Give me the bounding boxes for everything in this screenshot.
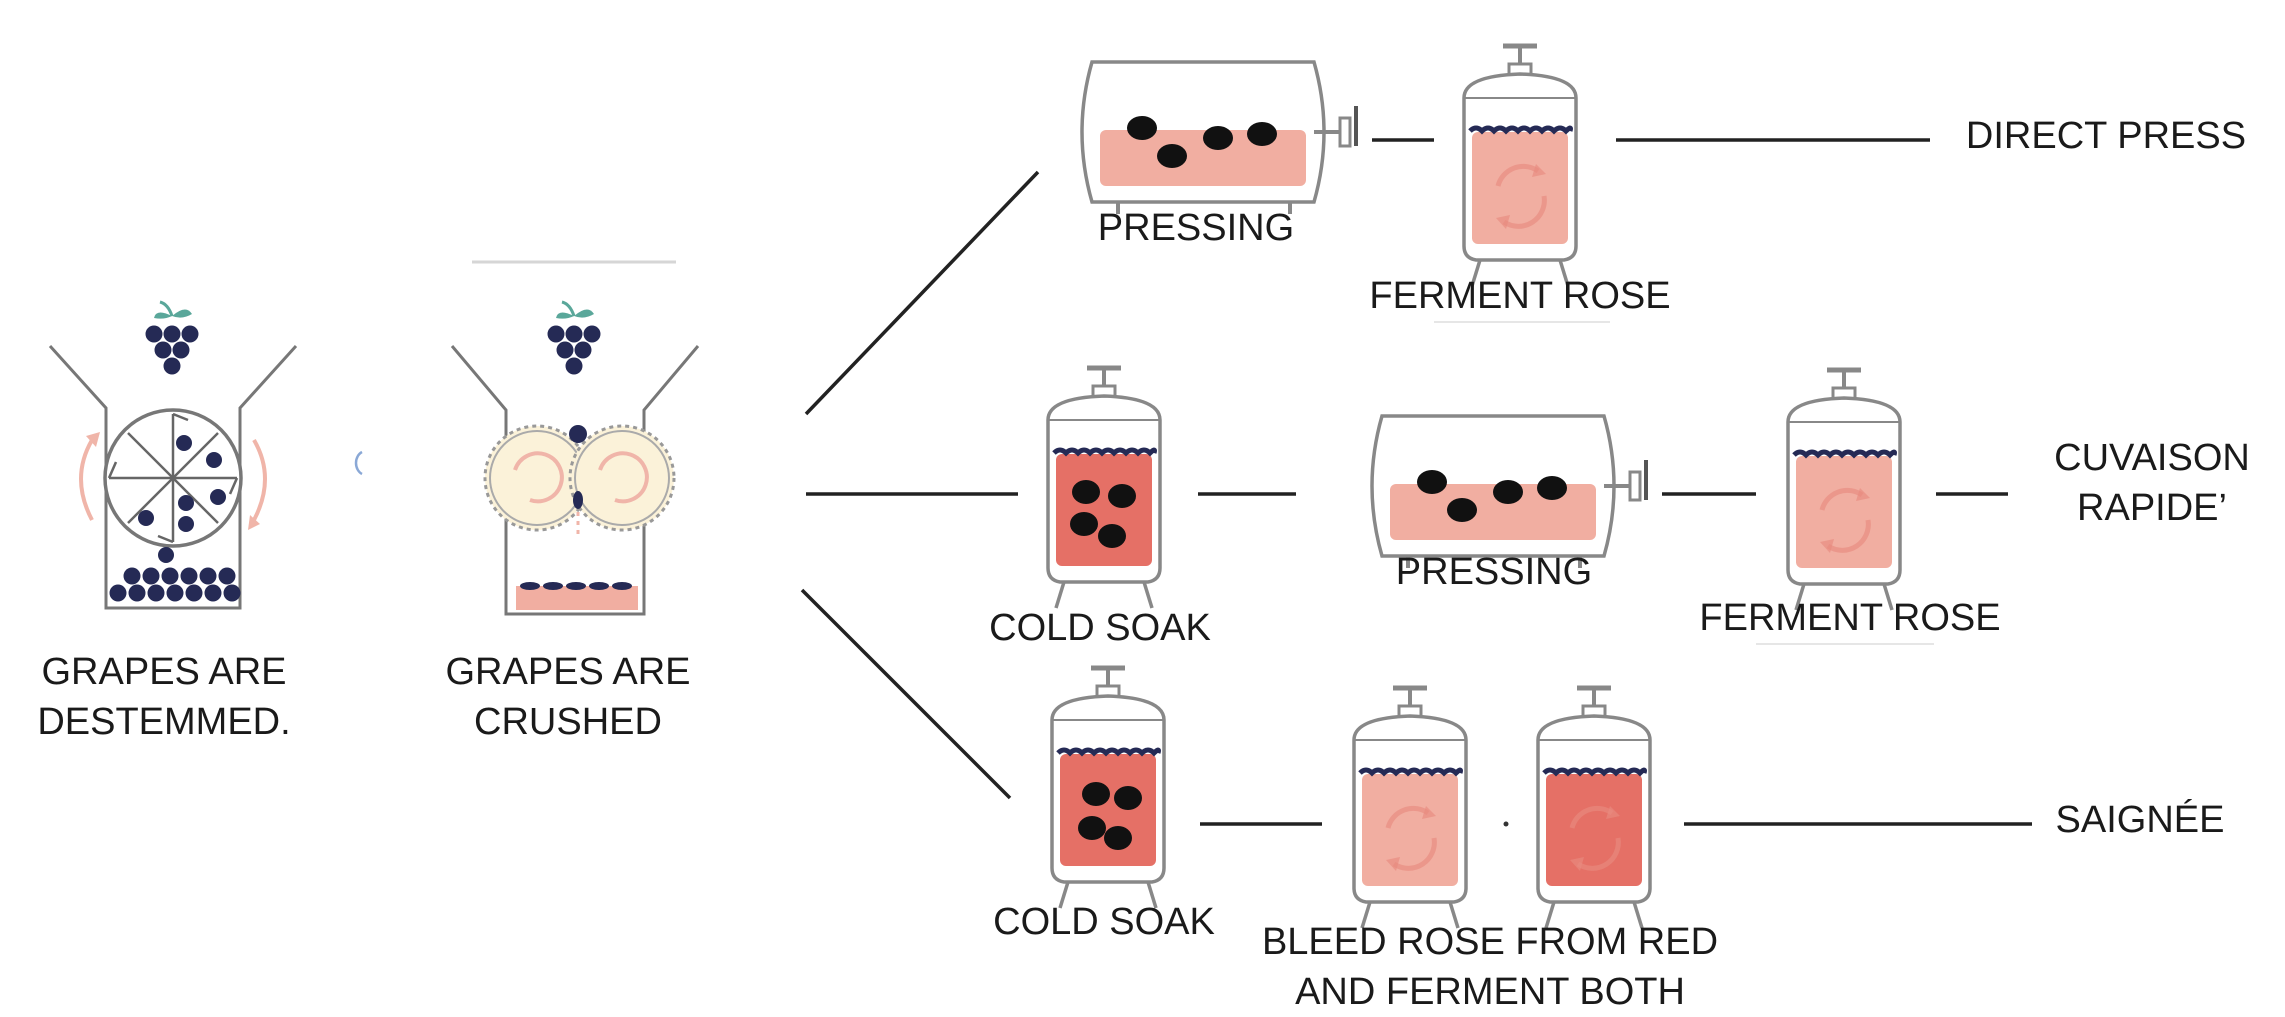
direct-press-pressing-label: PRESSING xyxy=(1098,207,1294,249)
crusher-roller-right xyxy=(568,424,676,532)
saignee-bleed-label-line2: AND FERMENT BOTH xyxy=(1295,971,1685,1013)
cuvaison-ferment-label: FERMENT ROSE xyxy=(1699,597,2000,639)
direct-press-route: PRESSING FERMENT ROSE DIRECT PRESS xyxy=(1080,46,2246,323)
rotation-arrow-icon xyxy=(79,438,267,521)
ferment-tank-icon xyxy=(1464,46,1576,286)
crushed-juice xyxy=(516,586,638,610)
branch-line-saignee xyxy=(800,588,1012,800)
destemmed-berries xyxy=(109,567,241,602)
red-wine-tank-icon xyxy=(1538,688,1650,928)
grape-cluster-icon xyxy=(546,300,602,376)
press-icon xyxy=(1080,60,1358,216)
crush-label-line2: CRUSHED xyxy=(474,701,662,743)
destem-label-line2: DESTEMMED. xyxy=(37,701,290,743)
route-name-saignee: SAIGNÉE xyxy=(2056,798,2225,841)
faint-mark xyxy=(354,450,363,476)
crush-label-line1: GRAPES ARE xyxy=(446,651,691,693)
branch-lines xyxy=(800,170,1040,800)
branch-line-direct-press xyxy=(804,170,1040,416)
route-name-cuvaison-line2: RAPIDE’ xyxy=(2077,487,2227,529)
bleed-rose-tank-icon xyxy=(1354,688,1466,928)
cuvaison-pressing-label: PRESSING xyxy=(1396,551,1592,593)
saignee-bleed-label-line1: BLEED ROSE FROM RED xyxy=(1262,921,1718,963)
route-name-cuvaison-line1: CUVAISON xyxy=(2054,437,2250,479)
grape-cluster-icon xyxy=(144,300,200,376)
cold-soak-tank-icon xyxy=(1052,668,1164,908)
separator-dot xyxy=(1503,821,1509,827)
route-name-direct-press: DIRECT PRESS xyxy=(1966,115,2246,157)
ferment-tank-icon xyxy=(1788,370,1900,610)
direct-press-ferment-label: FERMENT ROSE xyxy=(1369,275,1670,317)
saignee-route: COLD SOAK BLEED ROSE FROM RED AND FERMEN… xyxy=(993,668,2224,1013)
cuvaison-route: COLD SOAK PRESSING FERMENT ROSE CUVAISON… xyxy=(989,368,2250,649)
saignee-cold-soak-label: COLD SOAK xyxy=(993,901,1215,943)
destemmer-paddles xyxy=(107,412,239,544)
press-icon xyxy=(1370,414,1648,570)
cuvaison-cold-soak-label: COLD SOAK xyxy=(989,607,1211,649)
destem-label-line1: GRAPES ARE xyxy=(42,651,287,693)
destemmer-machine xyxy=(48,300,298,610)
cold-soak-tank-icon xyxy=(1048,368,1160,608)
crusher-machine xyxy=(450,250,700,616)
